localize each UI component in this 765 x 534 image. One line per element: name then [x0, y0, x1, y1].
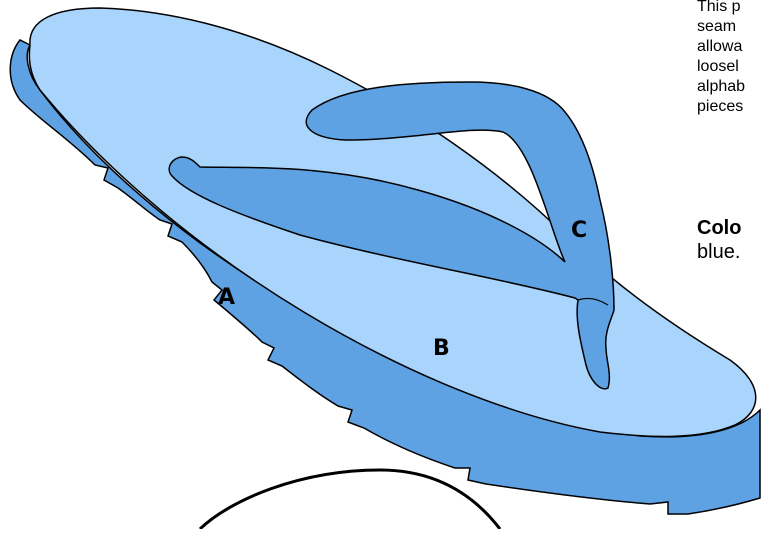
strap-piece-c	[168, 81, 615, 390]
color-note-heading: Colo	[697, 217, 742, 239]
instructions-line: allowa	[697, 38, 743, 55]
instructions-line: pieces	[697, 98, 744, 115]
piece-label-b: B	[433, 336, 450, 361]
instructions-text: This p seam allowa loosel alphab pieces	[697, 0, 765, 117]
piece-label-a: A	[218, 285, 235, 310]
toe-post-line	[577, 297, 609, 306]
instructions-line: loosel	[697, 58, 739, 75]
color-note: Colo blue.	[697, 216, 765, 264]
instructions-line: seam	[697, 18, 737, 35]
color-note-text: blue.	[697, 241, 741, 263]
decorative-curve	[198, 468, 502, 531]
instructions-line: This p	[697, 0, 741, 15]
instructions-line: alphab	[697, 78, 746, 95]
piece-label-c: C	[571, 218, 587, 243]
